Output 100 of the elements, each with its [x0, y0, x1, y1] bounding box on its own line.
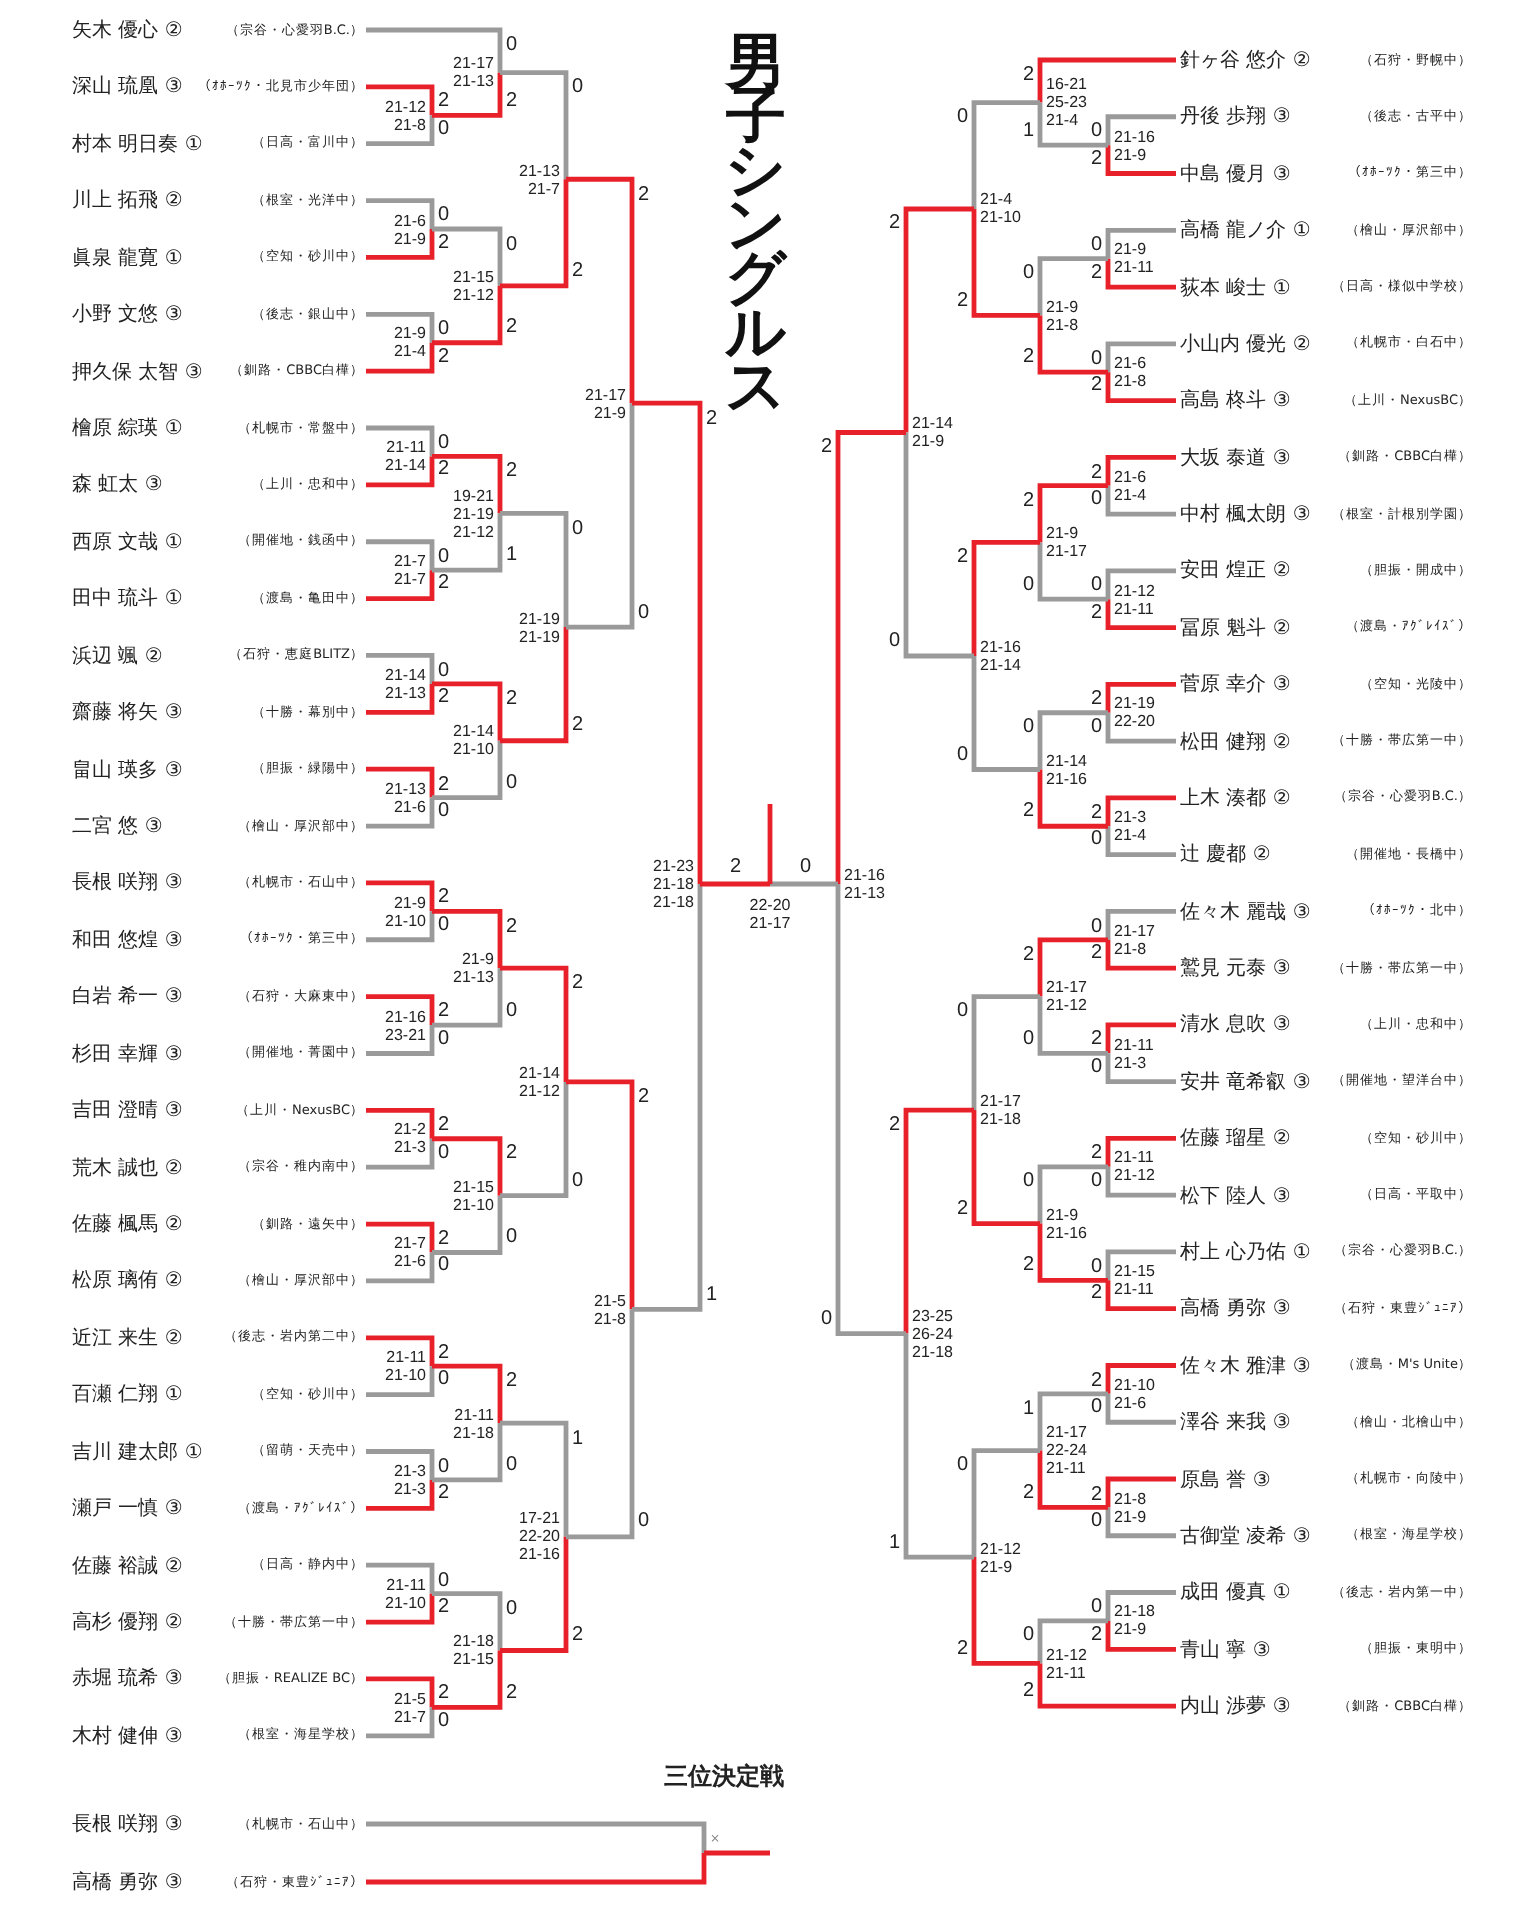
- game-scores: 21-17 21-13: [451, 54, 494, 91]
- game-scores: 21-13 21-7: [517, 161, 560, 198]
- game-scores: 21-18 21-15: [451, 1632, 494, 1669]
- match-score: 2: [888, 214, 900, 235]
- match-score: 2: [506, 1683, 518, 1704]
- match-score: 2: [1090, 1625, 1102, 1646]
- match-score: 0: [438, 320, 450, 341]
- player-name: 瀬戸 一慎 ③: [72, 1495, 183, 1523]
- match-score: 0: [572, 519, 584, 540]
- match-score: 2: [572, 1626, 584, 1647]
- player-name: 松下 陸人 ③: [1180, 1183, 1291, 1210]
- player-name: 高橋 勇弥 ③: [72, 1869, 183, 1896]
- player-name: 大坂 泰道 ③: [1180, 445, 1291, 472]
- player-name: 佐藤 瑠星 ②: [1180, 1125, 1291, 1153]
- game-scores: 17-21 22-20 21-16: [517, 1509, 560, 1564]
- match-score: 2: [506, 1144, 518, 1165]
- player-name: 長根 咲翔 ③: [72, 1811, 183, 1838]
- match-score: 2: [506, 917, 518, 938]
- match-score: 1: [572, 1429, 584, 1450]
- player-name: 檜原 綜瑛 ①: [72, 415, 183, 442]
- match-score: 0: [438, 1256, 450, 1277]
- game-scores: 19-21 21-19 21-12: [451, 486, 494, 541]
- match-score: 0: [506, 1001, 518, 1022]
- match-score: 0: [438, 1029, 450, 1050]
- player-name: 矢木 優心 ②: [72, 17, 183, 44]
- game-scores: 21-14 21-9: [912, 414, 955, 451]
- game-scores: 21-13 21-6: [383, 779, 426, 816]
- player-name: 和田 悠煌 ③: [72, 927, 183, 954]
- match-score: 2: [956, 291, 968, 312]
- match-score: 2: [506, 318, 518, 339]
- match-score: 0: [1090, 1257, 1102, 1278]
- game-scores: 21-11 21-3: [1114, 1035, 1156, 1072]
- game-scores: 21-16 23-21: [383, 1007, 426, 1044]
- match-score: 2: [506, 1372, 518, 1393]
- player-name: 佐藤 裕誠 ②: [72, 1553, 183, 1580]
- game-scores: 21-9 21-13: [451, 950, 494, 987]
- game-scores: 21-3 21-4: [1114, 808, 1149, 845]
- player-name: 吉川 建太郎 ①: [72, 1439, 203, 1466]
- player-name: 村上 心乃佑 ①: [1180, 1239, 1311, 1266]
- match-score: 1: [888, 1533, 900, 1554]
- section-heading: 三位決定戦: [664, 1760, 784, 1794]
- game-scores: 21-15 21-12: [451, 267, 494, 304]
- game-scores: 21-9 21-11: [1114, 240, 1156, 277]
- match-score: 2: [1022, 348, 1034, 369]
- match-score: 0: [506, 36, 518, 56]
- match-score: 0: [438, 434, 450, 454]
- match-score: 1: [1022, 121, 1034, 142]
- game-scores: 21-9 21-8: [1046, 297, 1081, 334]
- player-name: 青山 寧 ③: [1180, 1637, 1271, 1664]
- game-scores: 21-7 21-6: [391, 1234, 426, 1271]
- match-score: 0: [1090, 490, 1102, 511]
- game-scores: 21-15 21-10: [451, 1177, 494, 1214]
- game-scores: 21-16 21-13: [844, 866, 887, 902]
- game-scores: 21-12 21-11: [1114, 581, 1157, 618]
- game-scores: 22-20 21-17: [747, 896, 793, 932]
- match-score: 0: [438, 206, 450, 227]
- match-score: 0: [506, 1455, 518, 1476]
- player-name: 村本 明日奏 ①: [72, 131, 203, 158]
- game-scores: 21-9 21-4: [391, 324, 426, 361]
- match-score: 0: [438, 1571, 450, 1592]
- player-name: 古御堂 凌希 ③: [1180, 1523, 1311, 1550]
- game-scores: 21-19 21-19: [517, 609, 560, 645]
- game-scores: 21-4 21-10: [980, 190, 1023, 227]
- match-score: 0: [800, 858, 812, 878]
- player-name: 杉田 幸輝 ③: [72, 1041, 183, 1068]
- match-score: 2: [438, 1343, 450, 1364]
- match-score: 2: [706, 409, 718, 430]
- match-score: 0: [1090, 1398, 1102, 1419]
- game-scores: 21-14 21-13: [383, 665, 426, 702]
- player-name: 畠山 瑛多 ③: [72, 757, 183, 784]
- match-score: 2: [438, 233, 450, 254]
- game-scores: 21-12 21-9: [980, 1539, 1023, 1576]
- player-name: 浜辺 颯 ②: [72, 643, 163, 670]
- game-scores: 21-11 21-10: [383, 1348, 426, 1385]
- game-scores: 21-16 21-14: [980, 637, 1023, 674]
- game-scores: 21-11 21-14: [383, 438, 426, 475]
- match-score: 2: [1090, 1284, 1102, 1305]
- match-score: 0: [956, 1456, 968, 1477]
- match-score: 2: [820, 438, 832, 459]
- match-score: 2: [572, 974, 584, 995]
- match-score: 2: [438, 92, 450, 113]
- game-scores: 21-17 22-24 21-11: [1046, 1423, 1089, 1478]
- player-name: 中島 優月 ③: [1180, 161, 1291, 188]
- match-score: 0: [506, 1228, 518, 1249]
- match-score: 0: [1090, 236, 1102, 257]
- game-scores: 21-7 21-7: [391, 552, 426, 589]
- match-score: 0: [1090, 717, 1102, 738]
- match-score: 0: [438, 661, 450, 682]
- match-score: 0: [438, 1143, 450, 1164]
- player-name: 安田 煌正 ②: [1180, 557, 1291, 585]
- player-name: 菅原 幸介 ③: [1180, 671, 1291, 699]
- match-score: 0: [506, 1599, 518, 1620]
- game-scores: 21-17 21-8: [1114, 921, 1157, 958]
- match-score: 0: [956, 745, 968, 766]
- match-score: 2: [438, 1230, 450, 1251]
- game-scores: 23-25 26-24 21-18: [912, 1306, 955, 1361]
- match-score: 2: [888, 1116, 900, 1137]
- player-name: 針ヶ谷 悠介 ②: [1180, 48, 1311, 74]
- match-score: 2: [1090, 376, 1102, 397]
- match-score: 2: [1090, 463, 1102, 484]
